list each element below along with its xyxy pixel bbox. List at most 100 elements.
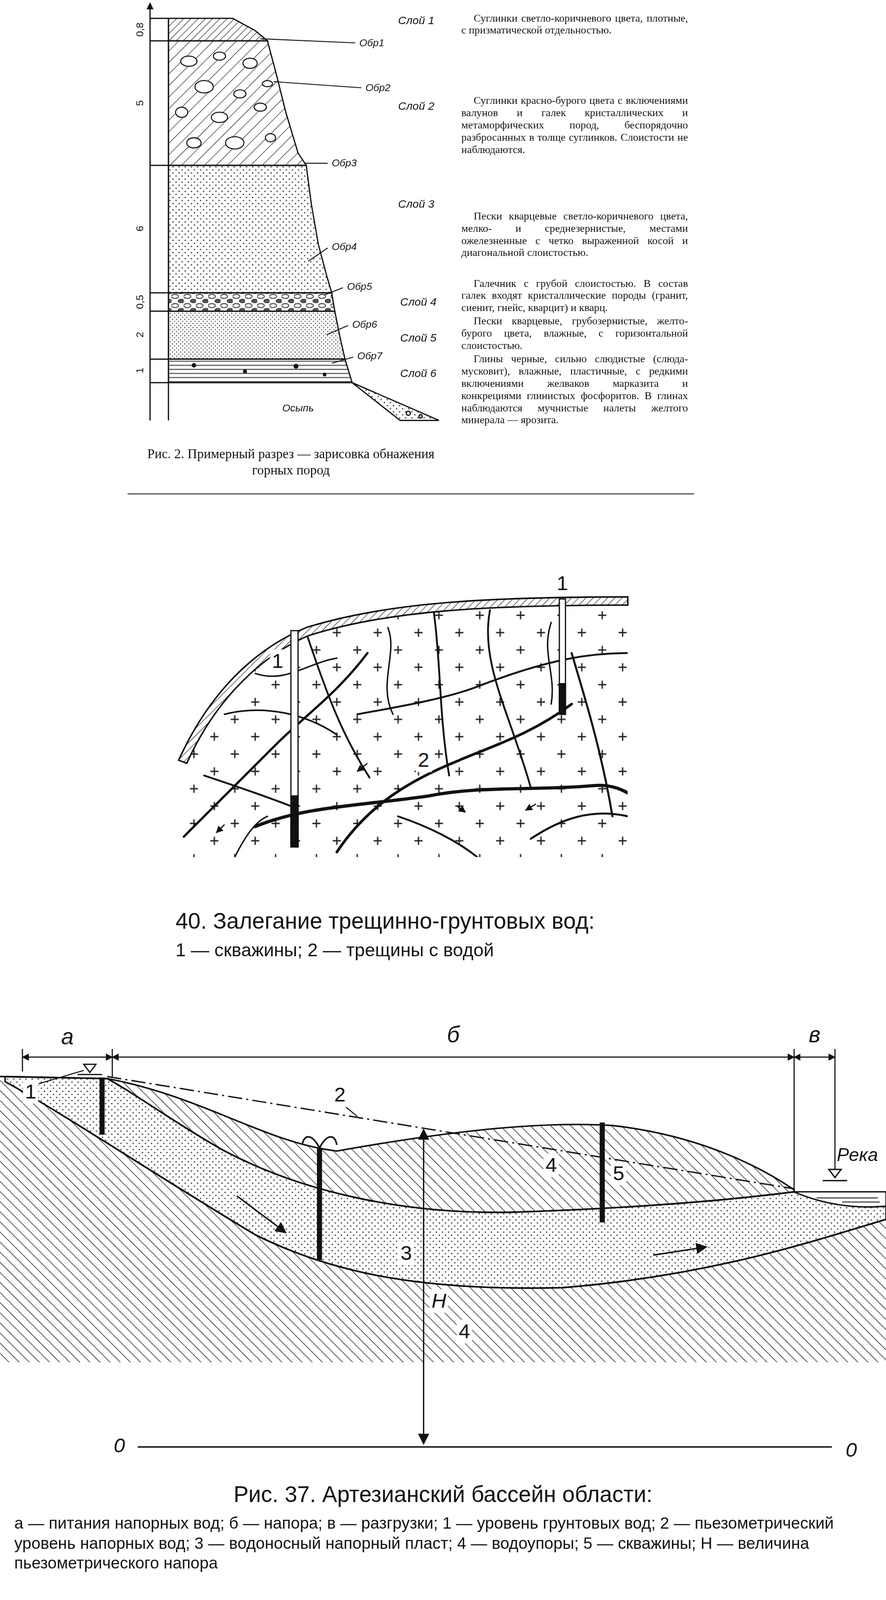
dimension-line: [112, 1056, 794, 1058]
sample-label: Обр5: [347, 281, 373, 293]
layer-2: [253, 102, 267, 112]
leader-line: [324, 287, 343, 296]
legend-text: а — питания напорных вод; б — напора; в …: [14, 1513, 872, 1574]
water-crack: [306, 632, 370, 778]
leader-line: [260, 38, 362, 364]
layer-5: [168, 311, 346, 359]
scale-number: 5: [133, 100, 146, 107]
layer-6: [168, 359, 352, 383]
sample-label: Обр2: [365, 81, 391, 94]
layer-2: [180, 56, 197, 67]
leader-line: [346, 1107, 358, 1117]
sample-label: Обр1: [359, 36, 385, 49]
water-crack: [336, 704, 572, 853]
head-label: H: [429, 1289, 449, 1314]
flow-arrow: [216, 824, 225, 833]
description-text: Галечник с грубой слоистостью. В состав …: [461, 277, 688, 315]
scree: [418, 414, 423, 419]
river: [828, 1169, 842, 1178]
description-text: Суглинки светло-коричневого цвета, плотн…: [461, 12, 688, 37]
callout-number: 1: [269, 649, 285, 674]
flow-arrow: [236, 1196, 286, 1234]
layer-1: [168, 18, 268, 41]
rule-line: [127, 493, 695, 495]
callout-number: 1: [554, 571, 570, 596]
layer-2: [225, 136, 244, 150]
callout-number: 4: [456, 1320, 473, 1344]
layer-6: [293, 363, 299, 369]
callout-number: 1: [23, 1080, 39, 1105]
head-arrow: [422, 1129, 425, 1445]
flow-arrow: [357, 763, 368, 772]
well: [290, 630, 299, 848]
layer-label: Слой 3: [398, 197, 435, 211]
description-text: Пески кварцевые, грубозернистые, желто-б…: [461, 315, 688, 353]
water-crack: [386, 627, 393, 715]
layer-3: [168, 165, 332, 293]
river: [816, 1198, 881, 1203]
layer-2: [175, 52, 276, 150]
dimension-line: [22, 1056, 113, 1058]
layer-2: [262, 80, 273, 87]
dimension-letter: в: [808, 1021, 821, 1048]
layer-label: Слой 4: [400, 295, 437, 309]
scale-number: 0,5: [133, 294, 146, 310]
water-crack: [571, 653, 613, 817]
well: [99, 1077, 105, 1135]
callout-number: 2: [332, 1083, 348, 1108]
well: [559, 599, 566, 715]
sample-label: Обр3: [331, 157, 357, 170]
layer-2: [186, 137, 201, 149]
water-crack: [224, 710, 337, 735]
callout-number: 5: [610, 1161, 627, 1186]
scale-number: 1: [133, 367, 146, 374]
water-crack: [433, 612, 449, 776]
dimension-letter: б: [446, 1021, 460, 1048]
scree: [406, 411, 411, 416]
layer-2: [168, 40, 307, 166]
flow-arrow: [525, 804, 537, 811]
scree-label: Осыпь: [282, 402, 314, 414]
sample-label: Обр6: [351, 318, 378, 331]
section-ruler: [150, 2, 169, 421]
scree: [351, 382, 439, 421]
layer-1: [168, 18, 268, 41]
groundwater-level: [77, 1064, 103, 1075]
datum-label: 0: [113, 1434, 126, 1458]
sample-label: Обр4: [331, 241, 357, 254]
layer-2: [243, 58, 258, 69]
description-text: Суглинки красно-бурого цвета с включения…: [461, 94, 688, 157]
upper-aquitard: [107, 1078, 795, 1213]
description-text: Пески кварцевые светло-коричневого цвета…: [461, 210, 688, 260]
ground-surface: [0, 1076, 108, 1079]
well: [559, 683, 566, 715]
layer-label: Слой 6: [400, 367, 437, 380]
layer-6: [322, 372, 327, 377]
flow-arrow: [236, 1196, 707, 1256]
callout-number: 2: [415, 748, 432, 773]
flow-arrow: [216, 763, 537, 833]
layer-2: [233, 89, 247, 98]
layer-6: [191, 363, 327, 377]
layer-6: [191, 363, 196, 368]
datum-label: 0: [845, 1438, 857, 1462]
layer-2: [168, 40, 307, 166]
well: [290, 599, 566, 848]
layer-6: [243, 369, 248, 374]
well: [290, 795, 299, 848]
datum-line: [137, 1446, 832, 1449]
piezometric-line: [107, 1076, 795, 1189]
water-crack: [487, 610, 531, 789]
description-text: Глины черные, сильно слюдистые (слюда-му…: [461, 352, 688, 427]
water-crack: [357, 653, 629, 715]
figure-caption: Рис. 2. Примерный разрез — зарисовка обн…: [142, 445, 439, 478]
water-crack: [183, 653, 368, 837]
leader-line: [304, 162, 328, 164]
scale-number: 6: [133, 225, 146, 232]
layer-label: Слой 1: [398, 13, 435, 27]
section-ruler: [150, 18, 169, 383]
layer-4: [168, 292, 335, 312]
water-crack: [547, 622, 553, 705]
flow-arrow: [457, 806, 466, 813]
layer-6: [168, 359, 352, 383]
